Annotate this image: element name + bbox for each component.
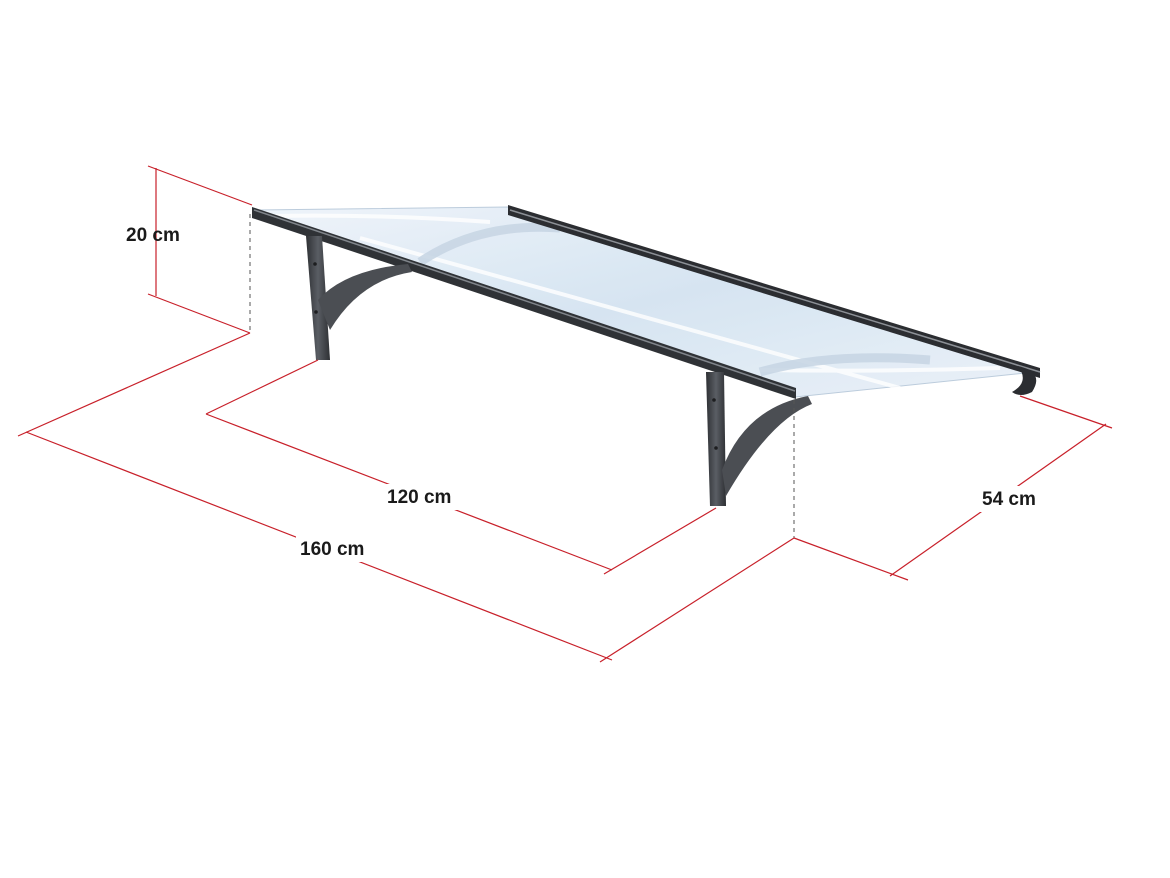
height-label: 20 cm xyxy=(126,225,180,246)
canopy-illustration xyxy=(252,205,1041,506)
rear-arch-supports xyxy=(417,222,931,377)
height-extension-bottom xyxy=(147,293,251,334)
total-width-label: 160 cm xyxy=(300,539,364,560)
left-bracket xyxy=(306,236,412,360)
bracket-spacing-label: 120 cm xyxy=(387,487,451,508)
spacing-extension-left xyxy=(205,359,319,415)
depth-label: 54 cm xyxy=(982,489,1036,510)
depth-extension-front xyxy=(793,537,909,581)
rear-wall-rail xyxy=(508,205,1041,395)
dashed-guides xyxy=(249,214,795,538)
depth-extension-rear xyxy=(1019,395,1113,429)
width-extension-left xyxy=(17,332,251,437)
height-extension-top xyxy=(147,165,253,206)
right-bracket xyxy=(706,372,812,506)
spacing-extension-right xyxy=(603,507,717,575)
label-backgrounds xyxy=(296,484,1046,562)
front-frame-rail xyxy=(252,207,796,399)
width-extension-right xyxy=(599,537,795,663)
